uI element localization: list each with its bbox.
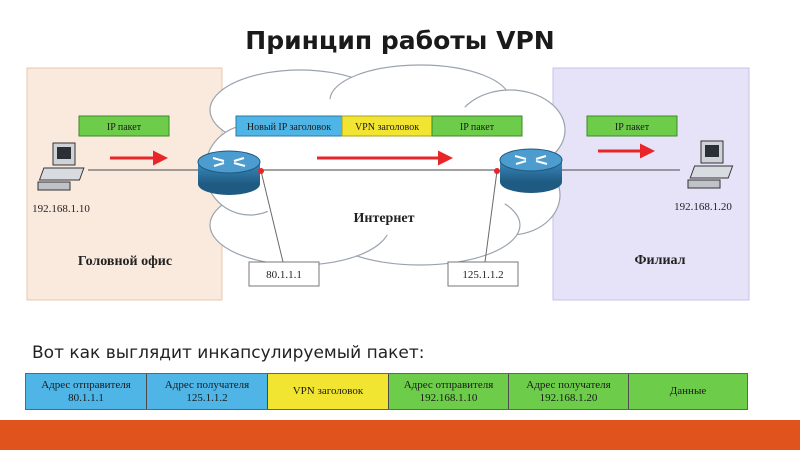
packet-field-outer-destination: Адрес получателя 125.1.1.2 <box>147 374 268 409</box>
pc-branch-icon <box>687 140 734 189</box>
router-left-icon <box>197 150 264 195</box>
branch-packet-box <box>586 115 678 137</box>
page-title: Принцип работы VPN <box>245 26 555 55</box>
packet-field-data: Данные <box>629 374 747 409</box>
head-office-label: Головной офис <box>78 254 172 269</box>
packet-field-inner-destination: Адрес получателя 192.168.1.20 <box>509 374 629 409</box>
pc-head-office-icon <box>37 142 85 191</box>
branch-ip: 192.168.1.20 <box>674 201 732 213</box>
packet-field-inner-source: Адрес отправителя 192.168.1.10 <box>389 374 509 409</box>
vpn-diagram: IP пакет Новый IP заголовок VPN заголово… <box>26 64 750 301</box>
head-office-packet-box <box>78 115 170 137</box>
footer-accent-bar <box>0 420 800 450</box>
right-router-ip: 125.1.1.2 <box>462 269 503 281</box>
callout-line-right <box>484 170 498 263</box>
tunnel-new-ip-header-label: Новый IP заголовок <box>247 122 331 133</box>
branch-label: Филиал <box>635 253 686 268</box>
router-right-icon <box>494 148 563 193</box>
callout-line-left <box>260 170 284 263</box>
tunnel-vpn-header-label: VPN заголовок <box>355 122 419 133</box>
head-office-packet-label: IP пакет <box>107 122 142 133</box>
head-office-ip: 192.168.1.10 <box>32 203 90 215</box>
packet-field-vpn-header: VPN заголовок <box>268 374 389 409</box>
branch-packet-label: IP пакет <box>615 122 650 133</box>
tunnel-ip-packet-box <box>431 115 523 137</box>
encapsulation-caption: Вот как выглядит инкапсулируемый пакет: <box>32 343 425 363</box>
right-router-ip-box <box>447 261 519 287</box>
left-router-ip: 80.1.1.1 <box>266 269 302 281</box>
left-router-ip-box <box>248 261 320 287</box>
internet-label: Интернет <box>354 211 415 226</box>
tunnel-ip-packet-label: IP пакет <box>460 122 495 133</box>
encapsulated-packet: Адрес отправителя 80.1.1.1 Адрес получат… <box>25 373 748 410</box>
packet-field-outer-source: Адрес отправителя 80.1.1.1 <box>26 374 147 409</box>
